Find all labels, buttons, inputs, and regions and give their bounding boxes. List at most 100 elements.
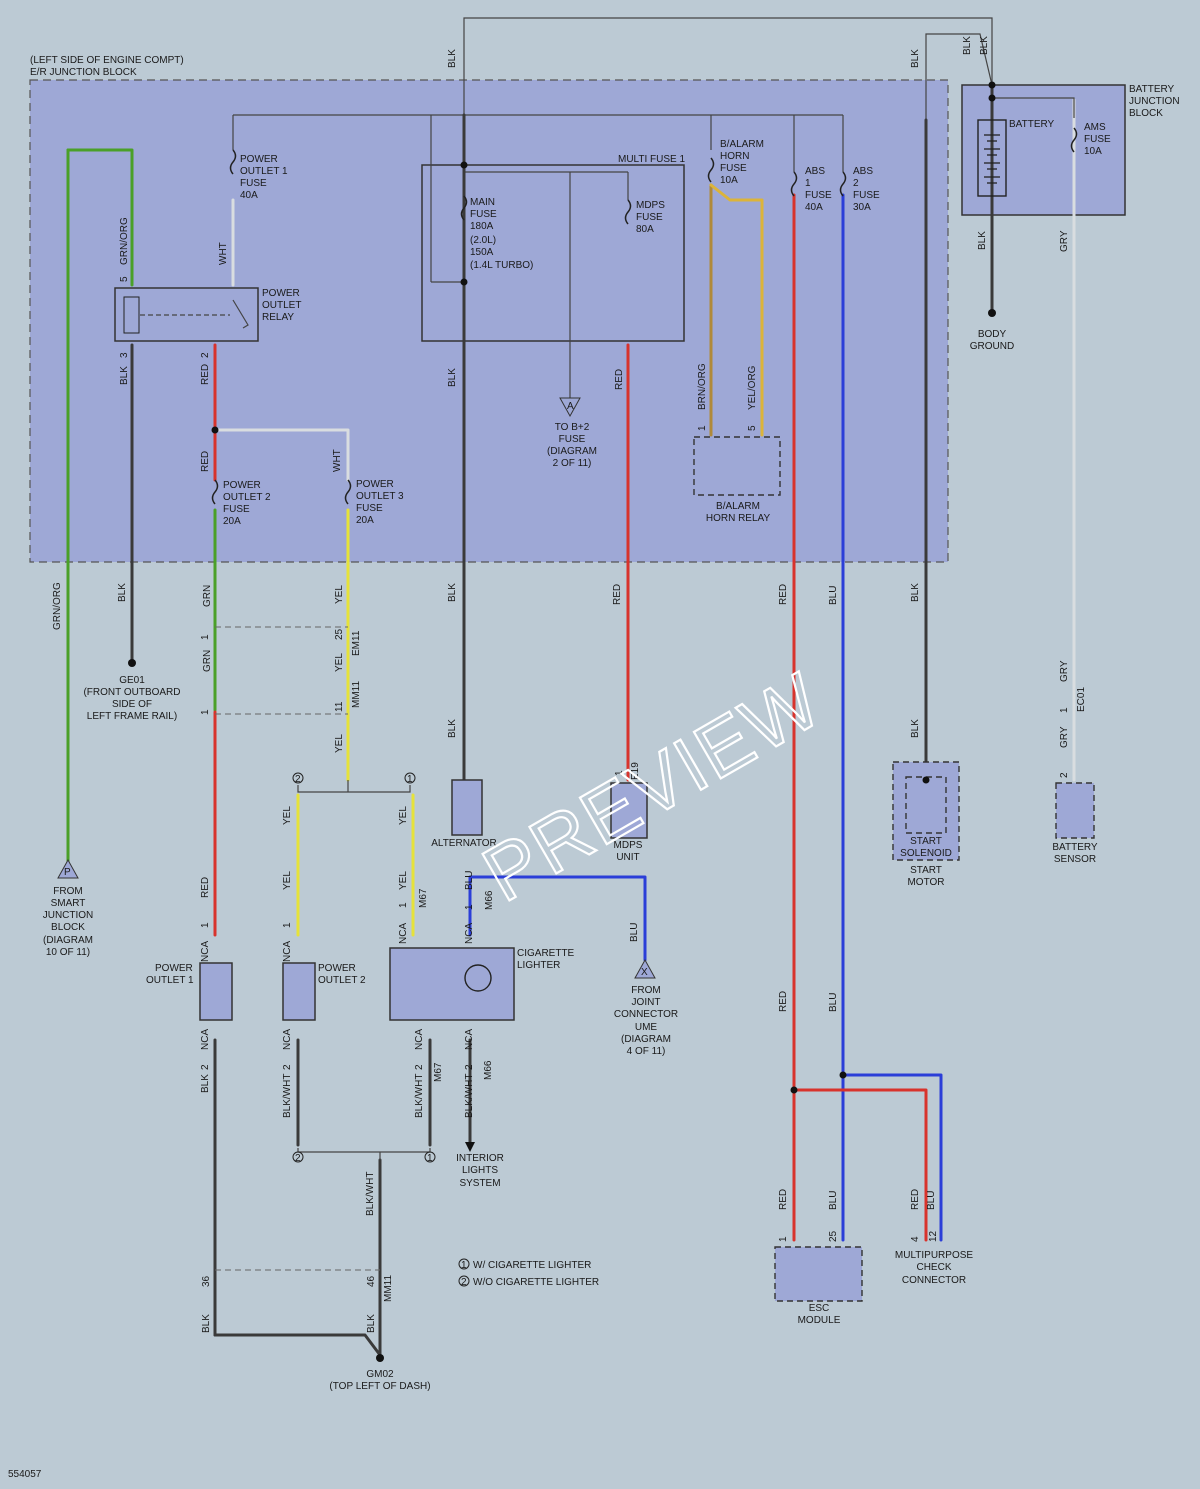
svg-text:POWER: POWER xyxy=(356,479,394,490)
wire-label: YEL xyxy=(334,653,345,672)
svg-text:40A: 40A xyxy=(240,190,258,201)
svg-text:START: START xyxy=(910,865,942,876)
svg-text:JOINT: JOINT xyxy=(632,997,661,1008)
wire-label: 4 xyxy=(910,1236,921,1242)
wire-label: BLK xyxy=(117,583,128,602)
svg-text:10A: 10A xyxy=(720,175,738,186)
svg-text:GM02: GM02 xyxy=(366,1369,394,1380)
svg-text:LIGHTER: LIGHTER xyxy=(517,960,560,971)
power-outlet-1-box xyxy=(199,962,233,1021)
svg-text:AMS: AMS xyxy=(1084,122,1106,133)
svg-text:SIDE OF: SIDE OF xyxy=(112,699,152,710)
wire-label: NCA xyxy=(282,1029,293,1050)
svg-text:MULTIPURPOSE: MULTIPURPOSE xyxy=(895,1250,973,1261)
wire-label: BLK/WHT xyxy=(414,1074,425,1118)
svg-text:LIGHTS: LIGHTS xyxy=(462,1165,498,1176)
wire-label: BLK xyxy=(447,368,458,387)
svg-text:(DIAGRAM: (DIAGRAM xyxy=(547,446,597,457)
wire-label: RED xyxy=(778,584,789,605)
svg-text:TO B+2: TO B+2 xyxy=(555,422,590,433)
svg-text:10A: 10A xyxy=(1084,146,1102,157)
wire-label: BLK xyxy=(447,49,458,68)
wire-label: 5 xyxy=(119,276,130,282)
svg-text:(DIAGRAM: (DIAGRAM xyxy=(621,1034,671,1045)
relay-coil-icon xyxy=(123,296,140,334)
wire-label: NCA xyxy=(200,1029,211,1050)
wire-label: M66 xyxy=(484,890,495,910)
wire-label: BLK/WHT xyxy=(365,1172,376,1216)
multi-fuse-1 xyxy=(421,164,685,342)
cigarette-lighter-box xyxy=(389,947,515,1021)
svg-text:FUSE: FUSE xyxy=(805,190,832,201)
svg-text:OUTLET 2: OUTLET 2 xyxy=(223,492,271,503)
bjb-label-1: BATTERY xyxy=(1129,84,1175,95)
wire-label: BLU xyxy=(629,923,640,942)
svg-text:ALTERNATOR: ALTERNATOR xyxy=(431,838,497,849)
wire-label: BLK xyxy=(977,231,988,250)
wire-label: RED xyxy=(778,1189,789,1210)
svg-text:2: 2 xyxy=(295,774,301,785)
yel-org-wire xyxy=(709,183,764,437)
body-ground-icon xyxy=(988,309,996,317)
wire-label: YEL xyxy=(334,585,345,604)
wire-label: BRN/ORG xyxy=(697,363,708,410)
wire-label: BLU xyxy=(926,1191,937,1210)
wire-label: 46 xyxy=(366,1275,377,1287)
wire-label: 1 xyxy=(200,709,211,715)
svg-text:FUSE: FUSE xyxy=(1084,134,1111,145)
wire-label: GRN/ORG xyxy=(52,582,63,630)
wire-label: M67 xyxy=(418,888,429,908)
svg-text:20A: 20A xyxy=(356,515,374,526)
svg-text:FUSE: FUSE xyxy=(240,178,267,189)
wire-label: 2 xyxy=(464,1064,475,1070)
svg-text:OUTLET 1: OUTLET 1 xyxy=(240,166,288,177)
svg-text:POWER: POWER xyxy=(240,154,278,165)
wire-label: NCA xyxy=(464,923,475,944)
wire-label: NCA xyxy=(464,1029,475,1050)
wire-label: NCA xyxy=(200,941,211,962)
svg-text:SMART: SMART xyxy=(51,898,86,909)
wire-label: 3 xyxy=(119,352,130,358)
bjb-label-3: BLOCK xyxy=(1129,108,1163,119)
svg-text:80A: 80A xyxy=(636,224,654,235)
svg-text:BATTERY: BATTERY xyxy=(1009,119,1055,130)
wire-label: GRN/ORG xyxy=(119,217,130,265)
to-b2-arrow xyxy=(559,397,581,418)
wire-label: 1 xyxy=(1059,707,1070,713)
multi-fuse-title: MULTI FUSE 1 xyxy=(618,154,685,165)
wire-label: BLK xyxy=(910,583,921,602)
svg-text:40A: 40A xyxy=(805,202,823,213)
svg-text:MAIN: MAIN xyxy=(470,197,495,208)
wire-label: 1 xyxy=(200,922,211,928)
wire-label: BLU xyxy=(828,993,839,1012)
svg-text:RELAY: RELAY xyxy=(262,312,294,323)
wire-label: BLK xyxy=(447,583,458,602)
preview-watermark: PREVIEW xyxy=(468,655,836,918)
wire-label: BLU xyxy=(828,586,839,605)
wire-label: YEL/ORG xyxy=(747,365,758,410)
battery-cells-icon xyxy=(984,134,1000,184)
svg-text:(DIAGRAM: (DIAGRAM xyxy=(43,935,93,946)
svg-text:CONNECTOR: CONNECTOR xyxy=(614,1009,678,1020)
svg-text:FUSE: FUSE xyxy=(636,212,663,223)
svg-text:OUTLET 1: OUTLET 1 xyxy=(146,975,194,986)
svg-text:W/ CIGARETTE LIGHTER: W/ CIGARETTE LIGHTER xyxy=(473,1260,591,1271)
svg-text:2: 2 xyxy=(853,178,859,189)
wire-label: 1 xyxy=(464,904,475,910)
blu-joint-wire xyxy=(468,875,647,962)
wire-label: MM11 xyxy=(351,681,362,708)
svg-text:180A: 180A xyxy=(470,221,494,232)
wire-label: NCA xyxy=(282,941,293,962)
fuse-icons xyxy=(211,127,1078,505)
wire-label: BLK/WHT xyxy=(282,1074,293,1118)
svg-text:UNIT: UNIT xyxy=(616,852,639,863)
wire-label: BLK xyxy=(200,1074,211,1093)
wire-label: BLK xyxy=(910,719,921,738)
svg-text:SOLENOID: SOLENOID xyxy=(900,848,952,859)
svg-text:B/ALARM: B/ALARM xyxy=(716,501,760,512)
svg-text:10 OF 11): 10 OF 11) xyxy=(46,947,90,958)
top-bus-wire xyxy=(463,17,993,115)
